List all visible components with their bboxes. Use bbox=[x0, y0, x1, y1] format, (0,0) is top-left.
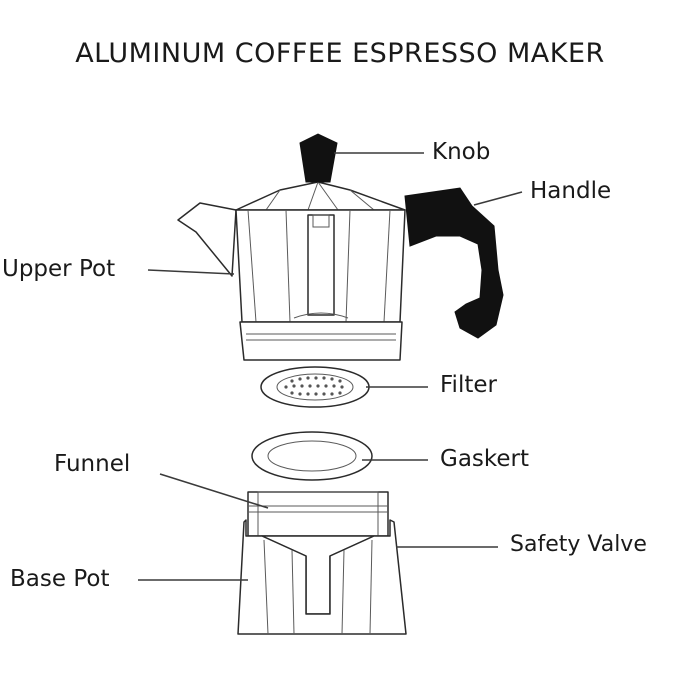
upper-pot-column bbox=[307, 214, 335, 316]
upper-pot-spout bbox=[177, 202, 237, 277]
diagram-title: ALUMINUM COFFEE ESPRESSO MAKER bbox=[75, 38, 605, 69]
label-gasket: Gaskert bbox=[440, 446, 530, 472]
knob-icon bbox=[299, 133, 338, 183]
label-upper-pot: Upper Pot bbox=[2, 256, 116, 282]
gasket-icon bbox=[251, 431, 373, 481]
base-pot bbox=[237, 519, 407, 635]
funnel-leader bbox=[159, 473, 269, 509]
label-base-pot: Base Pot bbox=[10, 566, 110, 592]
upper-pot-leader bbox=[147, 269, 235, 275]
label-safety-valve: Safety Valve bbox=[510, 532, 647, 557]
label-knob: Knob bbox=[432, 139, 491, 165]
filter-icon bbox=[260, 366, 370, 408]
handle-leader bbox=[473, 191, 523, 206]
upper-pot bbox=[177, 181, 406, 361]
label-filter: Filter bbox=[440, 372, 497, 398]
handle-icon bbox=[404, 187, 504, 339]
label-handle: Handle bbox=[530, 178, 612, 204]
label-funnel: Funnel bbox=[54, 451, 131, 477]
upper-pot-rim bbox=[239, 321, 403, 361]
